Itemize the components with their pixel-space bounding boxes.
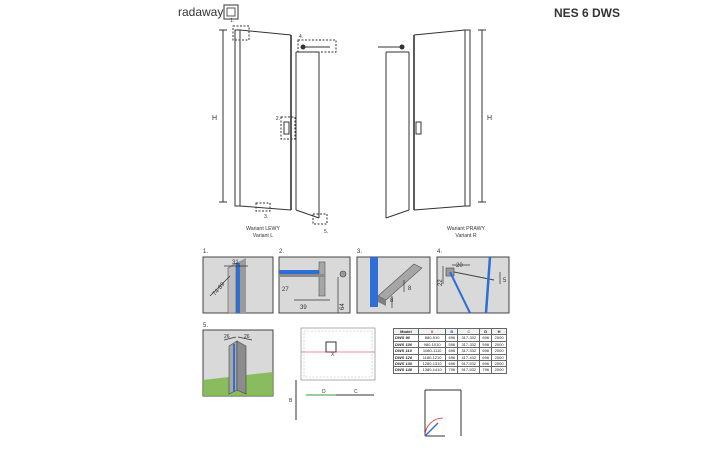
table-header-cell: D [479,327,493,336]
plan-dim-b: B [289,398,293,404]
brand-name: radaway [178,5,223,19]
drain-icon [325,341,337,353]
plan-dim-x: X [331,352,335,358]
table-cell: 2000 [491,334,507,342]
table-header-cell: X [417,327,447,336]
table-cell: DWS 140 [393,366,419,374]
detail-4-number: 4. [437,249,442,255]
detail-2-number: 2. [279,249,284,255]
detail-3-panel [356,256,431,314]
detail-5-dim-a: 26 [224,334,230,340]
glass-edge [236,263,240,313]
table-cell: 517-532 [457,366,481,374]
table-cell: 980-1010 [417,340,447,349]
callout-3: 3. [264,214,268,220]
detail-2-panel [278,256,351,314]
detail-3-dim-b: 8 [408,286,412,292]
brand-logo: radaway [178,4,239,20]
door-handle [283,121,290,135]
table-cell: 796 [445,366,459,374]
callout-4: 4. [299,34,303,40]
door-swing-diagram [424,389,462,437]
right-variant-drawing [378,29,486,219]
left-variant-drawing [219,25,337,225]
callout-2: 2. [276,116,280,122]
callout-box-1 [232,25,250,41]
right-caption-pl: Wariant PRAWY [447,226,485,232]
detail-1-dim-a: 31 [232,260,239,266]
plan-dim-d: D [322,389,326,395]
table-cell: 596 [445,340,459,349]
callout-5: 5. [324,229,328,235]
table-cell: 796 [479,366,493,374]
door-handle-right [415,121,422,135]
table-header-cell: B [445,327,459,336]
detail-5-dim-b: 26 [244,334,250,340]
table-cell: 696 [479,359,493,368]
table-cell: 696 [445,353,459,362]
table-cell: 1180-1210 [417,353,447,362]
table-cell: 2000 [491,353,507,362]
right-height-label: H [487,115,492,122]
detail-2-dim-a: 27 [282,287,289,293]
product-title: NES 6 DWS [554,6,620,20]
callout-box-3 [255,202,271,212]
detail-1-panel [202,256,274,314]
table-cell: 1280-1310 [417,359,447,368]
detail-4-dim-c: 5 [503,278,507,284]
callout-1: 1. [230,18,234,24]
detail-3-number: 3. [357,249,362,255]
left-caption-en: Variant L [253,233,273,239]
table-cell: 696 [445,359,459,368]
table-header-cell: H [491,327,507,336]
table-cell: 696 [479,347,493,355]
left-caption-pl: Wariant LEWY [246,226,280,232]
detail-1-number: 1. [203,249,208,255]
left-height-label: H [212,115,217,122]
detail-2-dim-b: 39 [300,305,307,311]
table-cell: 696 [479,353,493,362]
table-cell: 1380-1410 [417,366,447,374]
detail-5-number: 5. [203,323,208,329]
detail-4-dim-b: 22 [438,279,444,286]
table-cell: 2000 [491,359,507,368]
right-caption-en: Variant R [455,233,476,239]
plan-view [295,327,376,420]
wall-profile [234,29,241,207]
table-cell: 696 [479,334,493,342]
detail-4-dim-a: 20 [456,263,463,269]
detail-5-panel [202,329,274,397]
table-cell: 880-910 [417,334,447,342]
table-cell: 2000 [491,347,507,355]
callout-box-2 [280,116,296,140]
table-cell: 696 [445,334,459,342]
wall-profile-right [464,29,471,207]
table-cell: 2000 [491,366,507,374]
table-cell: 1080-1110 [417,347,447,355]
callout-box-4 [297,39,337,53]
detail-3-dim-a: 8 [390,298,394,304]
callout-box-5 [312,213,328,225]
table-cell: 2000 [491,340,507,349]
detail-2-dim-c: 64 [340,303,346,310]
table-cell: 596 [479,340,493,349]
table-cell: 696 [445,347,459,355]
plan-dim-c: C [354,389,358,395]
detail-4-panel [436,256,510,314]
